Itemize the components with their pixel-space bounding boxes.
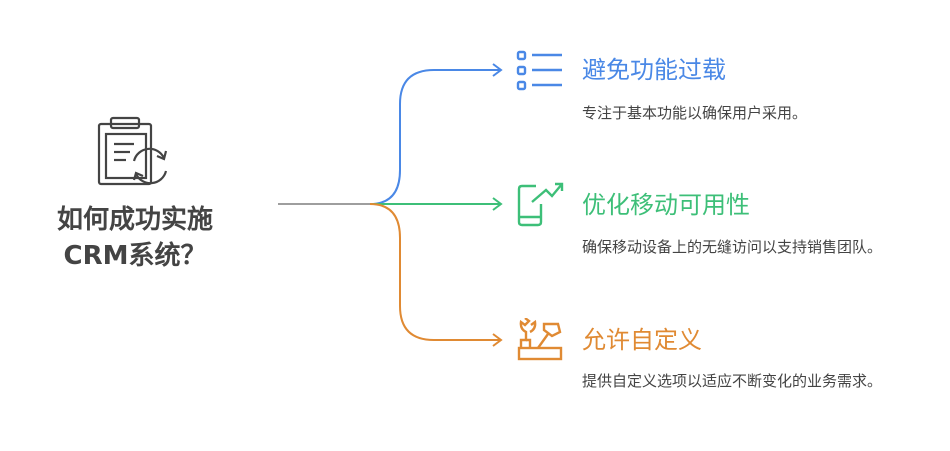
title-line-1: 如何成功实施 — [56, 205, 213, 235]
branch-line-3 — [369, 203, 500, 341]
branch-heading-3: 允许自定义 — [582, 326, 702, 354]
branch-heading-1: 避免功能过载 — [582, 56, 726, 84]
branch-line-1 — [369, 69, 500, 205]
tools-icon — [517, 318, 563, 361]
arrow-head-2 — [492, 197, 503, 211]
title-line-2: CRM系统？ — [63, 241, 207, 271]
arrow-head-1 — [492, 63, 503, 77]
diagram-title: 如何成功实施 CRM系统？ — [30, 202, 240, 274]
clipboard-sync-icon — [97, 116, 168, 186]
branch-description-1: 专注于基本功能以确保用户采用。 — [582, 104, 808, 122]
branch-description-3: 提供自定义选项以适应不断变化的业务需求。 — [582, 372, 883, 390]
list-icon — [516, 50, 562, 91]
branch-description-2: 确保移动设备上的无缝访问以支持销售团队。 — [582, 238, 883, 256]
mobile-growth-icon — [517, 182, 564, 227]
branch-heading-2: 优化移动可用性 — [582, 191, 750, 219]
arrow-head-3 — [492, 333, 503, 347]
